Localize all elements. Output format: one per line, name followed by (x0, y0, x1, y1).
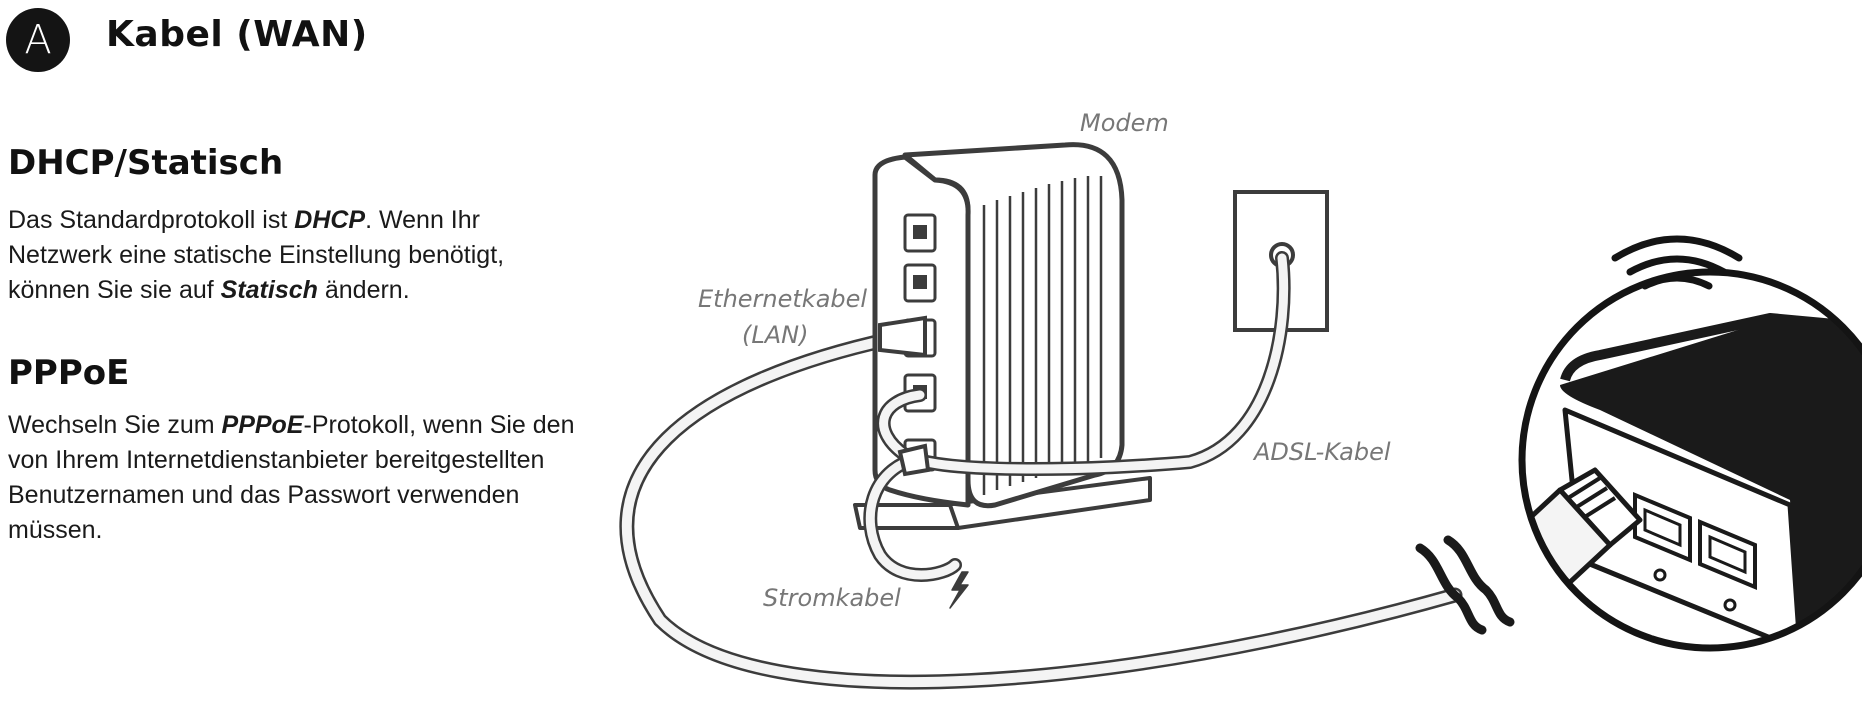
dhcp-description: Das Standardprotokoll ist DHCP. Wenn Ihr… (8, 206, 505, 304)
ethernet-label-line1: Ethernetkabel (698, 285, 867, 313)
cable-break (1415, 535, 1515, 635)
page-title: Kabel (WAN) (106, 14, 368, 55)
ethernet-label-line2: (LAN) (742, 321, 808, 349)
dhcp-heading: DHCP/Statisch (8, 143, 284, 183)
pppoe-heading: PPPoE (8, 353, 130, 393)
wifi-icon (1611, 235, 1743, 290)
section-badge: A (6, 8, 70, 72)
static-keyword: Statisch (220, 276, 318, 304)
dhcp-keyword: DHCP (294, 206, 366, 234)
adsl-label: ADSL-Kabel (1252, 438, 1391, 466)
lightning-icon (949, 571, 969, 609)
pppoe-keyword: PPPoE (221, 411, 304, 439)
power-label: Stromkabel (763, 584, 901, 612)
modem-stand (853, 476, 1152, 530)
badge-letter: A (24, 17, 52, 63)
pppoe-description: Wechseln Sie zum PPPoE-Protokoll, wenn S… (8, 411, 575, 544)
modem-label: Modem (1080, 109, 1169, 137)
router-closeup (1518, 268, 1862, 652)
